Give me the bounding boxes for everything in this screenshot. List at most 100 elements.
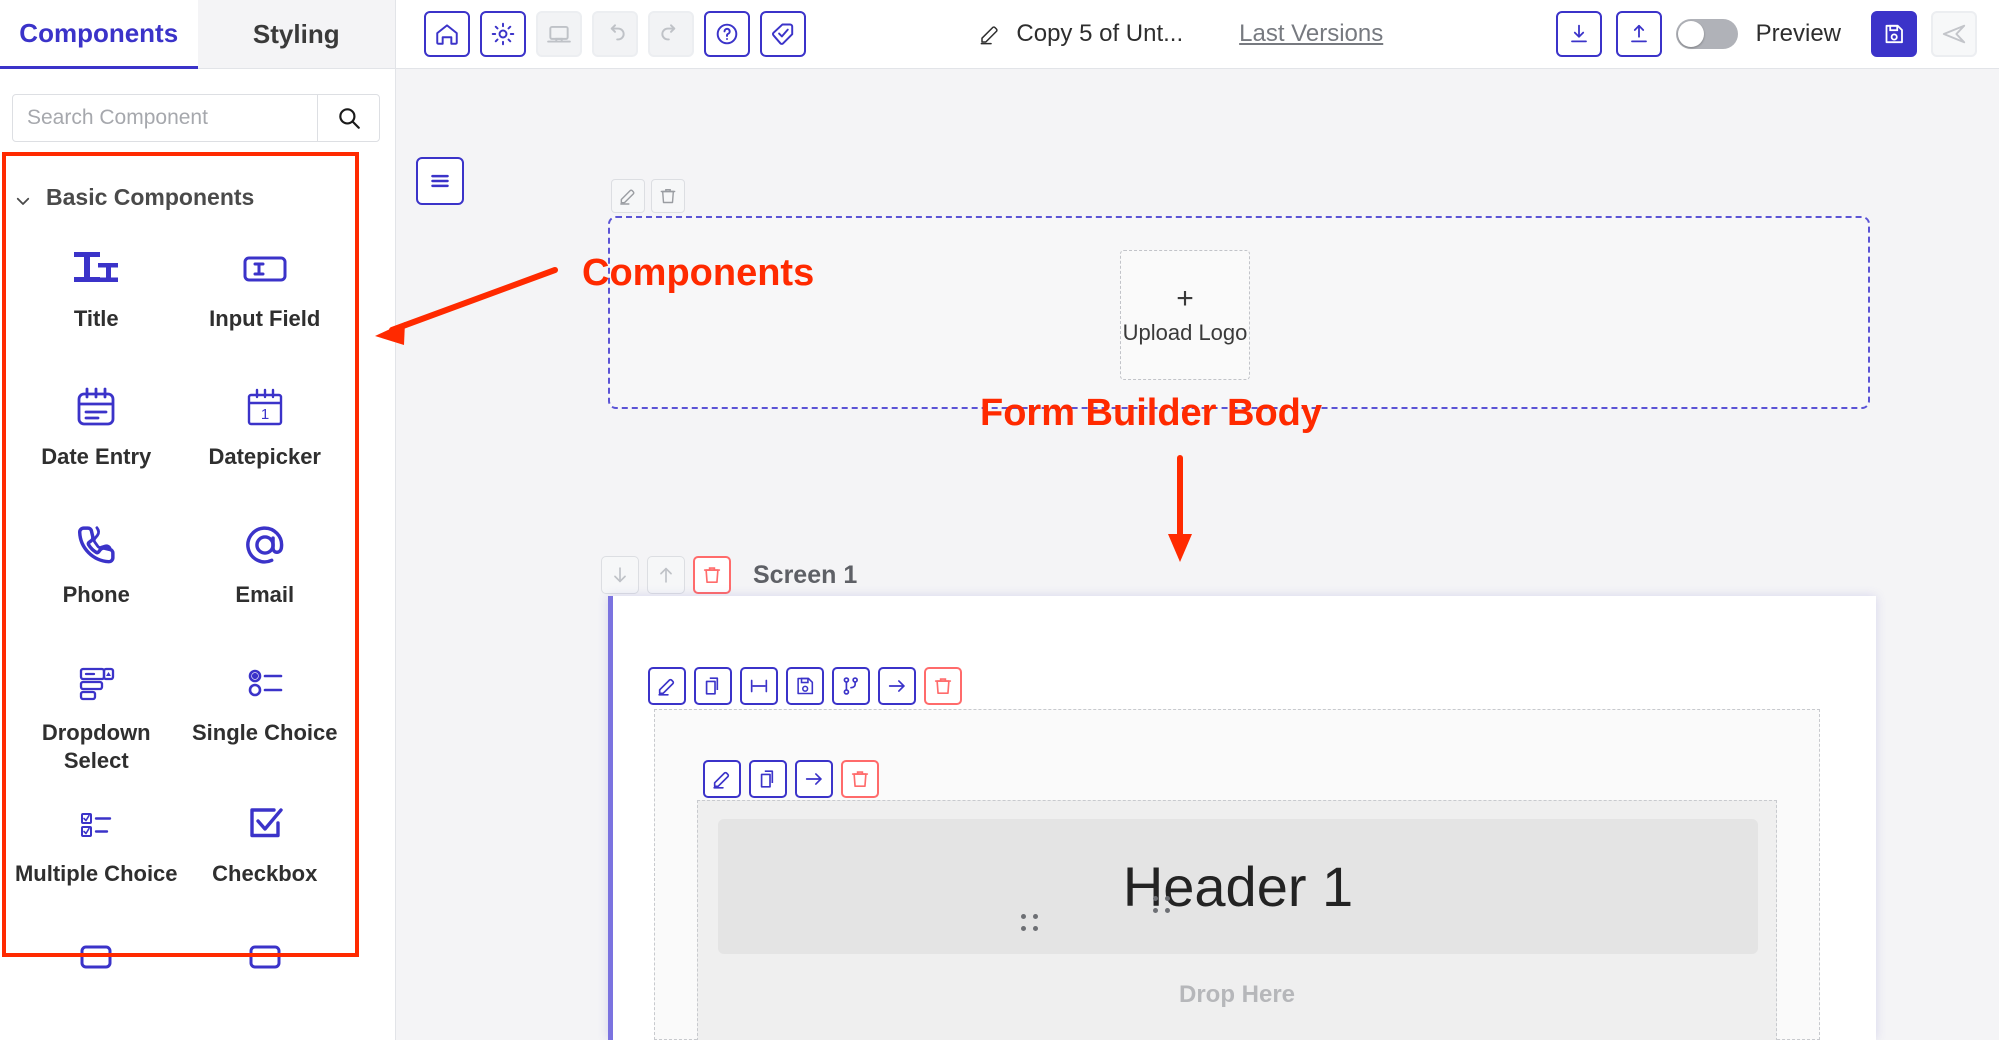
section-toolbar bbox=[648, 667, 962, 705]
trash-icon bbox=[934, 678, 952, 694]
component-single-choice[interactable]: Single Choice bbox=[181, 647, 350, 780]
canvas-menu-button[interactable] bbox=[416, 157, 464, 205]
single-choice-icon bbox=[242, 657, 288, 709]
section-duplicate-button[interactable] bbox=[694, 667, 732, 705]
arrow-right-icon bbox=[888, 680, 905, 692]
preview-toggle-knob bbox=[1677, 21, 1704, 47]
component-dropdown-select[interactable]: Dropdown Select bbox=[12, 647, 181, 780]
screen-move-down-button[interactable] bbox=[601, 556, 639, 594]
row-edit-button[interactable] bbox=[703, 760, 741, 798]
tab-styling[interactable]: Styling bbox=[197, 0, 395, 69]
trash-icon bbox=[703, 567, 721, 583]
tab-components[interactable]: Components bbox=[0, 0, 198, 69]
component-partial-left[interactable] bbox=[12, 926, 181, 1040]
component-single-choice-label: Single Choice bbox=[192, 720, 338, 745]
upload-button[interactable] bbox=[1615, 11, 1662, 57]
dropdown-select-icon bbox=[73, 657, 119, 709]
component-dropdown-select-label: Dropdown Select bbox=[41, 720, 151, 773]
row-drag-handle[interactable] bbox=[1153, 896, 1170, 913]
help-icon bbox=[716, 23, 738, 45]
component-email[interactable]: Email bbox=[181, 509, 350, 639]
section-resize-button[interactable] bbox=[740, 667, 778, 705]
component-datepicker[interactable]: 1 Datepicker bbox=[181, 371, 350, 501]
header-component[interactable]: Header 1 bbox=[718, 819, 1758, 954]
last-versions-link[interactable]: Last Versions bbox=[1239, 20, 1384, 47]
branch-logic-icon bbox=[843, 677, 858, 695]
undo-icon bbox=[610, 24, 625, 41]
gear-icon bbox=[491, 22, 515, 46]
home-button[interactable] bbox=[424, 11, 470, 57]
form-header-zone[interactable]: + Upload Logo bbox=[608, 216, 1870, 409]
section-delete-button[interactable] bbox=[924, 667, 962, 705]
hamburger-icon bbox=[431, 174, 449, 188]
screen-delete-button[interactable] bbox=[693, 556, 731, 594]
redo-button[interactable] bbox=[648, 11, 694, 57]
date-entry-icon bbox=[73, 381, 119, 433]
device-preview-button[interactable] bbox=[536, 11, 582, 57]
component-title[interactable]: Title bbox=[12, 233, 181, 363]
download-icon bbox=[1570, 24, 1587, 43]
row-duplicate-button[interactable] bbox=[749, 760, 787, 798]
row-next-button[interactable] bbox=[795, 760, 833, 798]
upload-logo-dropzone[interactable]: + Upload Logo bbox=[1120, 250, 1250, 380]
title-icon bbox=[72, 243, 120, 295]
help-button[interactable] bbox=[704, 11, 750, 57]
pencil-icon bbox=[981, 26, 999, 45]
laptop-icon bbox=[547, 25, 571, 43]
toolbar-center-group: Copy 5 of Unt... Last Versions bbox=[806, 20, 1556, 48]
section-logic-button[interactable] bbox=[832, 667, 870, 705]
component-partial-right[interactable] bbox=[181, 926, 350, 1040]
send-button[interactable] bbox=[1931, 11, 1977, 57]
section-next-button[interactable] bbox=[878, 667, 916, 705]
header-edit-button[interactable] bbox=[611, 179, 645, 213]
component-date-entry[interactable]: Date Entry bbox=[12, 371, 181, 501]
section-drag-handle[interactable] bbox=[1021, 914, 1038, 931]
header-delete-button[interactable] bbox=[651, 179, 685, 213]
partial-component-icon bbox=[73, 936, 119, 988]
document-title-text: Copy 5 of Unt... bbox=[1016, 20, 1184, 47]
component-multiple-choice[interactable]: Multiple Choice bbox=[12, 788, 181, 918]
undo-button[interactable] bbox=[592, 11, 638, 57]
search-input[interactable] bbox=[13, 95, 317, 141]
arrow-right-icon bbox=[805, 773, 822, 785]
group-basic-components[interactable]: Basic Components bbox=[2, 152, 359, 221]
datepicker-icon: 1 bbox=[242, 381, 288, 433]
settings-button[interactable] bbox=[480, 11, 526, 57]
pencil-icon bbox=[620, 189, 635, 205]
screen-move-up-button[interactable] bbox=[647, 556, 685, 594]
section-edit-button[interactable] bbox=[648, 667, 686, 705]
component-input-field-label: Input Field bbox=[209, 306, 321, 331]
component-phone[interactable]: Phone bbox=[12, 509, 181, 639]
preview-toggle[interactable] bbox=[1675, 19, 1738, 49]
component-title-label: Title bbox=[73, 306, 119, 331]
search-button[interactable] bbox=[317, 95, 379, 141]
row-delete-button[interactable] bbox=[841, 760, 879, 798]
search-component-box bbox=[12, 94, 380, 142]
email-icon bbox=[242, 519, 288, 571]
chevron-down-icon bbox=[14, 189, 32, 207]
form-row[interactable]: Header 1 Drop Here bbox=[697, 800, 1777, 1040]
tab-styling-label: Styling bbox=[252, 18, 340, 49]
components-panel: Components Styling Basic Compon bbox=[0, 0, 396, 1040]
save-button[interactable] bbox=[1871, 11, 1917, 57]
panel-tabs: Components Styling bbox=[0, 0, 395, 69]
component-checkbox-label: Checkbox bbox=[212, 861, 318, 886]
form-builder-canvas: + Upload Logo bbox=[396, 69, 1999, 1040]
partial-component-icon-2 bbox=[242, 936, 288, 988]
tag-check-button[interactable] bbox=[760, 11, 806, 57]
redo-icon bbox=[661, 24, 676, 41]
download-button[interactable] bbox=[1555, 11, 1602, 57]
screen-name-label: Screen 1 bbox=[753, 560, 858, 589]
component-palette: Basic Components Title bbox=[2, 152, 359, 1040]
form-section[interactable]: Header 1 Drop Here bbox=[654, 709, 1820, 1040]
component-input-field[interactable]: Input Field bbox=[181, 233, 350, 363]
upload-logo-label: Upload Logo bbox=[1122, 320, 1248, 345]
document-title-button[interactable]: Copy 5 of Unt... bbox=[978, 20, 1183, 48]
preview-label: Preview bbox=[1755, 20, 1841, 47]
resize-width-icon bbox=[750, 679, 768, 693]
component-checkbox[interactable]: Checkbox bbox=[181, 788, 350, 918]
plus-icon: + bbox=[1176, 282, 1194, 315]
section-save-button[interactable] bbox=[786, 667, 824, 705]
trash-icon bbox=[851, 771, 869, 787]
